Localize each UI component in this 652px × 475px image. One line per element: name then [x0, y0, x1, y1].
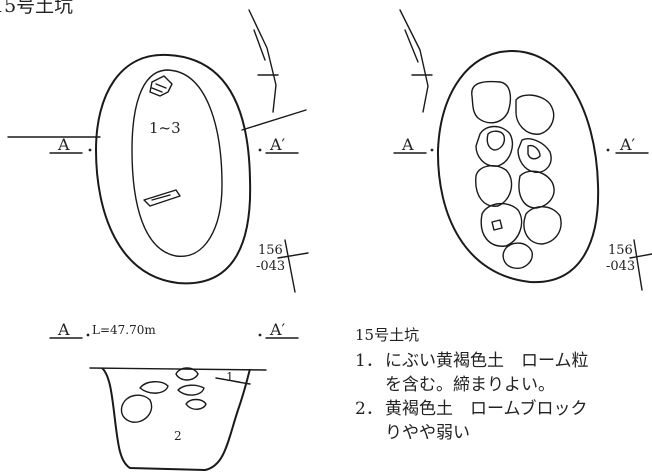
section-a-right: A	[401, 135, 414, 154]
grid-label-top-right: 156	[608, 243, 633, 258]
legend-title: 15号土坑	[355, 326, 420, 344]
grid-label-bottom-right: -043	[606, 259, 635, 274]
finds-label: 1~3	[149, 119, 181, 137]
legend-item-number: 2．	[355, 399, 383, 419]
legend-item-line: りやや弱い	[385, 423, 470, 443]
grid-marker-right: 156 -043	[606, 239, 652, 291]
layer-2-label: 2	[174, 429, 182, 443]
legend-item-line: を含む。締まりよい。	[385, 375, 555, 395]
section-a-prime-right: A′	[619, 135, 636, 154]
pit-outer-edge	[95, 53, 252, 285]
legend-item-line: にぶい黄褐色土 ローム粒	[385, 351, 589, 371]
pit-profile	[101, 367, 251, 471]
ground-line	[89, 367, 267, 371]
profile-section-a: A	[57, 320, 70, 339]
section-profile: A L=47.70m A′ 1 2	[49, 320, 299, 471]
pit-bottom-edge	[131, 69, 223, 257]
elevation-label: L=47.70m	[92, 323, 156, 337]
plan-left: 15号土坑 1~3 A A′	[0, 0, 309, 293]
surface-line-right	[241, 109, 307, 131]
legend-item: 2． 黄褐色土 ロームブロック りやや弱い	[355, 397, 652, 445]
legend-item-number: 1．	[355, 351, 383, 371]
section-a-prime-left: A′	[269, 135, 286, 154]
find-object-upper	[149, 75, 173, 97]
pit-outer-edge-right	[436, 50, 600, 284]
stones-group	[471, 80, 562, 269]
layer-1-label: 1	[226, 370, 234, 384]
legend-item: 1． にぶい黄褐色土 ローム粒 を含む。締まりよい。	[355, 349, 652, 397]
grid-marker-left: 156 -043	[256, 239, 309, 293]
grid-label-bottom-left: -043	[256, 259, 285, 274]
layer-boundary	[215, 377, 251, 385]
find-object-lower	[143, 189, 181, 207]
plan-right: A A′ 156 -043	[393, 9, 652, 291]
north-arrow-right	[399, 9, 433, 113]
soil-legend: 15号土坑 1． にぶい黄褐色土 ローム粒 を含む。締まりよい。 2． 黄褐色土…	[355, 325, 652, 445]
north-arrow-left	[248, 9, 279, 113]
grid-label-top-left: 156	[258, 243, 283, 258]
profile-section-a-prime: A′	[269, 320, 286, 339]
legend-item-line: 黄褐色土 ロームブロック	[385, 399, 588, 419]
section-a-left: A	[57, 135, 70, 154]
pit-title: 15号土坑	[0, 0, 73, 17]
